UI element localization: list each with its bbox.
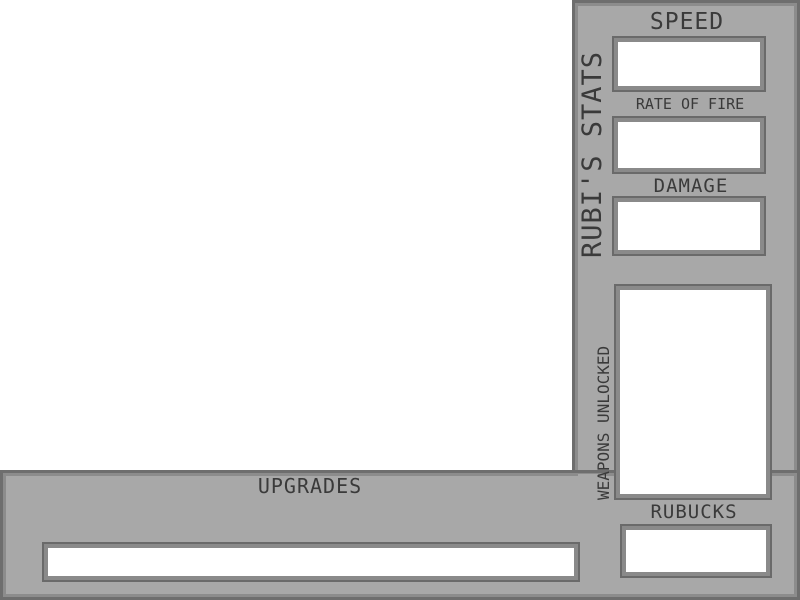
- rate-of-fire-field: [614, 118, 764, 172]
- damage-label: DAMAGE: [653, 175, 729, 197]
- upgrades-bar: [44, 544, 578, 580]
- rate-of-fire-label: RATE OF FIRE: [635, 95, 745, 113]
- speed-field: [614, 38, 764, 90]
- rubucks-field: [622, 526, 770, 576]
- weapons-unlocked-label: WEAPONS UNLOCKED: [594, 345, 613, 500]
- speed-label: SPEED: [649, 9, 725, 35]
- weapons-unlocked-field: [616, 286, 770, 498]
- rubucks-label: RUBUCKS: [650, 501, 738, 523]
- damage-field: [614, 198, 764, 254]
- panel-join: [578, 474, 598, 594]
- stats-title: RUBI'S STATS: [577, 50, 608, 258]
- upgrades-title: UPGRADES: [257, 474, 363, 498]
